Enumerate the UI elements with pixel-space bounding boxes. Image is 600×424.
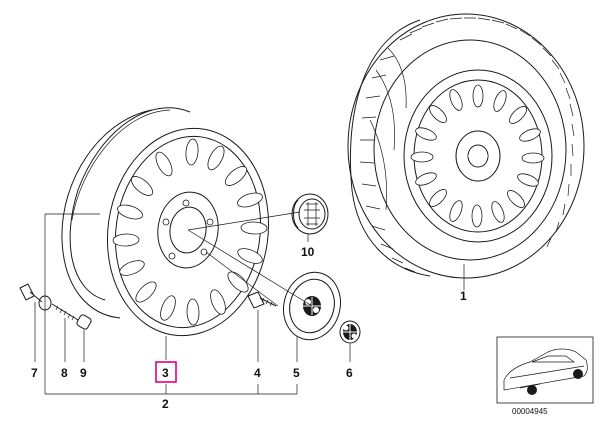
assembly-lines bbox=[187, 211, 313, 307]
hub-cap-body bbox=[291, 193, 329, 235]
valve-insert-part bbox=[51, 303, 79, 321]
valve-part bbox=[19, 283, 52, 311]
hub-cap-side bbox=[293, 199, 299, 229]
assembled-spokes bbox=[410, 84, 545, 228]
tire-outer-edge bbox=[347, 13, 585, 279]
callout-9[interactable]: 9 bbox=[80, 366, 87, 380]
locator-rear-wheel-marker bbox=[573, 369, 583, 379]
callout-6[interactable]: 6 bbox=[346, 366, 353, 380]
tire-tread-pattern bbox=[359, 17, 575, 273]
assembled-rim-edge bbox=[403, 69, 553, 243]
leader-lines bbox=[34, 213, 465, 395]
tire-tread-inner bbox=[373, 39, 567, 261]
callouts: 1 2 3 4 5 6 7 8 9 10 bbox=[31, 245, 467, 411]
rim-barrel-inner bbox=[69, 107, 191, 301]
diagram-id: 00004945 bbox=[512, 407, 548, 416]
hub-cap-part bbox=[291, 193, 329, 235]
callout-1[interactable]: 1 bbox=[460, 289, 467, 303]
center-cap-inner bbox=[289, 278, 335, 334]
rim-front-flange bbox=[106, 127, 270, 337]
emblem-part bbox=[339, 320, 361, 344]
rim-barrel-line bbox=[71, 109, 171, 221]
rim-spoke-openings bbox=[112, 138, 268, 326]
rim-hub-outer bbox=[157, 191, 219, 269]
wheel-bolt-part bbox=[247, 291, 277, 309]
rim-barrel-back bbox=[61, 109, 153, 319]
rim-bolt-holes bbox=[162, 199, 214, 260]
locator-front-wheel-marker bbox=[527, 385, 537, 395]
assembled-hub bbox=[455, 130, 501, 182]
hub-cap-face bbox=[298, 198, 326, 230]
rim-front-inner bbox=[114, 135, 262, 329]
callout-5[interactable]: 5 bbox=[293, 366, 300, 380]
callout-10[interactable]: 10 bbox=[301, 245, 315, 259]
callout-2[interactable]: 2 bbox=[162, 397, 169, 411]
callout-3[interactable]: 3 bbox=[162, 366, 169, 380]
callout-8[interactable]: 8 bbox=[61, 366, 68, 380]
tire-wheel-assembly bbox=[347, 13, 585, 279]
rim-hub-bore bbox=[169, 206, 207, 254]
callout-7[interactable]: 7 bbox=[31, 366, 38, 380]
light-alloy-rim bbox=[61, 107, 270, 337]
valve-cap-part bbox=[76, 314, 92, 330]
vehicle-locator-thumbnail: 00004945 bbox=[496, 336, 594, 416]
center-cap-outer bbox=[283, 271, 341, 341]
callout-3-highlight-box bbox=[155, 361, 177, 383]
callout-4[interactable]: 4 bbox=[254, 366, 261, 380]
tire-sidewall-back bbox=[349, 19, 431, 277]
